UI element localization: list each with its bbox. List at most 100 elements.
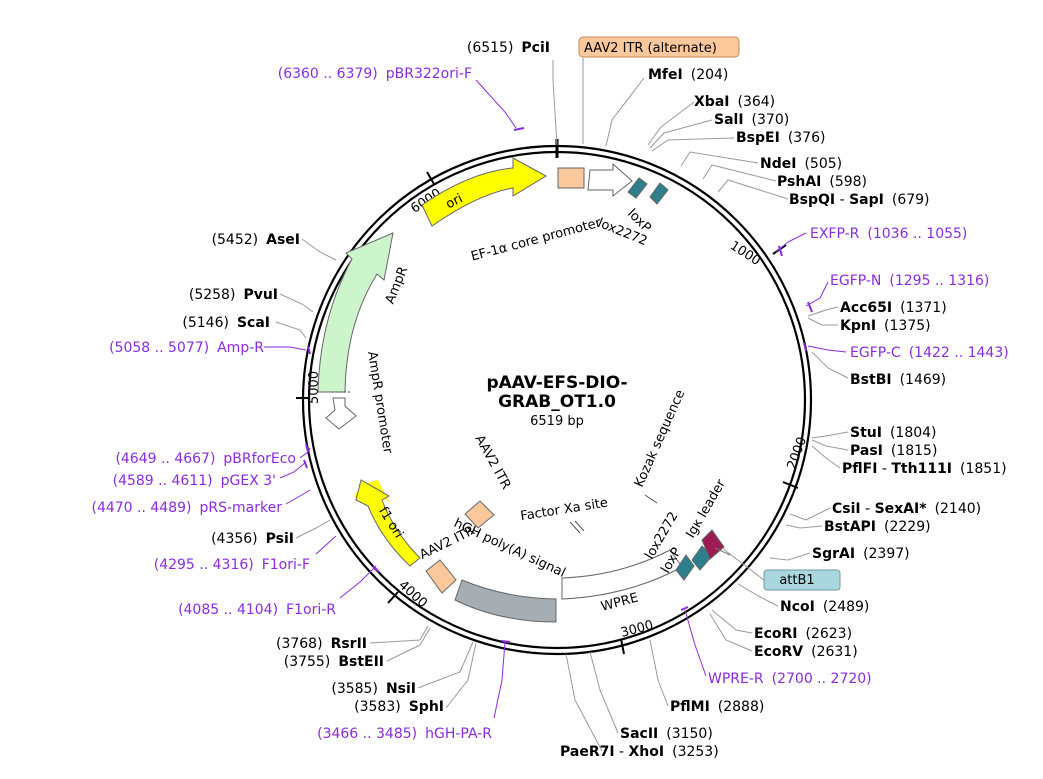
factor-xa-label: Factor Xa site <box>519 496 609 525</box>
primer-F1ori-R[interactable]: (4085 .. 4104)F1ori-R <box>178 602 336 618</box>
enzyme-ndeI[interactable]: NdeI(505) <box>760 156 842 172</box>
primer-pBRforEco[interactable]: (4649 .. 4667)pBRforEco <box>115 451 296 467</box>
factor-xa-marker-2 <box>574 520 585 532</box>
enzyme-ecoRI[interactable]: EcoRI(2623) <box>754 626 852 642</box>
AmpR-promoter-arrow[interactable] <box>325 397 357 430</box>
enzyme-stuI[interactable]: StuI(1804) <box>850 425 937 441</box>
enzyme-pflMI[interactable]: PflMI(2888) <box>670 699 764 715</box>
hGH-polyA-signal-bar[interactable] <box>454 579 557 623</box>
Amp-R-mark <box>307 345 311 355</box>
AmpR-promoter-label: AmpR promoter <box>364 350 395 455</box>
hGH-PA-R-mark <box>501 640 511 643</box>
enzyme-sgrAI[interactable]: SgrAI(2397) <box>812 546 910 562</box>
enzyme-ncoI[interactable]: NcoI(2489) <box>780 599 869 615</box>
primer-EGFP-C[interactable]: EGFP-C(1422 .. 1443) <box>850 345 1009 361</box>
EF1a-core-promoter-label: EF-1α core promoter <box>469 215 603 264</box>
primer-pGEX3[interactable]: (4589 .. 4611)pGEX 3' <box>113 473 276 489</box>
enzyme-bspEI[interactable]: BspEI(376) <box>736 130 825 146</box>
primer-EXFP-R[interactable]: EXFP-R(1036 .. 1055) <box>810 226 967 242</box>
pBR322ori-F-mark <box>513 127 525 131</box>
enzyme-sphI[interactable]: (3583)SphI <box>354 699 444 715</box>
EF1a-core-promoter-arrow[interactable] <box>587 162 633 198</box>
WPRE-feature-arrow[interactable] <box>561 549 683 600</box>
enzyme-acc65I[interactable]: Acc65I(1371) <box>840 300 947 316</box>
plasmid-title: pAAV-EFS-DIO- GRAB_OT1.0 6519 bp <box>486 373 627 429</box>
enzyme-bstBI[interactable]: BstBI(1469) <box>850 372 946 388</box>
ecoRI-leader <box>711 609 753 634</box>
enzyme-pasI[interactable]: PasI(1815) <box>850 443 937 459</box>
enzyme-salI[interactable]: SalI(370) <box>714 112 789 128</box>
primer-Amp-R[interactable]: (5058 .. 5077)Amp-R <box>109 340 264 356</box>
enzyme-ecoRV[interactable]: EcoRV(2631) <box>754 644 858 660</box>
AAV2-ITR-lower-box[interactable] <box>425 559 457 594</box>
primer-leader-lines <box>264 79 847 719</box>
enzyme-sacII[interactable]: SacII(3150) <box>620 726 713 742</box>
enzyme-bspQI-sapI[interactable]: BspQI - SapI(679) <box>789 192 930 208</box>
pRS-marker-leader <box>285 489 311 505</box>
pGEX3-mark <box>303 459 308 469</box>
sacII-leader <box>589 651 619 734</box>
primer-labels: (6360 .. 6379)pBR322ori-F EXFP-R(1036 ..… <box>92 66 1009 742</box>
EGFP-N-leader <box>805 281 829 307</box>
sgrAI-leader <box>769 552 811 561</box>
bstAPI-leader <box>785 524 823 529</box>
primer-pRS-marker[interactable]: (4470 .. 4489)pRS-marker <box>92 500 283 516</box>
AmpR-feature-arrow[interactable] <box>317 232 394 393</box>
stuI-leader <box>811 431 849 439</box>
F1ori-F-leader <box>315 535 337 555</box>
bspEI-leader <box>651 137 735 152</box>
sphI-leader <box>445 642 477 709</box>
Igk-leader-marker[interactable] <box>701 529 725 560</box>
primer-pBR322ori-F[interactable]: (6360 .. 6379)pBR322ori-F <box>278 66 472 82</box>
ori-feature-arrow[interactable] <box>421 157 548 227</box>
f1-ori-feature-arrow[interactable] <box>355 479 421 567</box>
AAV2-ITR-alternate-group[interactable]: AAV2 ITR (alternate) <box>578 36 740 144</box>
hGH-PA-R-leader <box>493 641 506 719</box>
pciI-leader <box>552 60 558 146</box>
enzyme-pciI[interactable]: (6515)PciI <box>467 40 550 56</box>
primer-EGFP-N[interactable]: EGFP-N(1295 .. 1316) <box>830 273 989 289</box>
enzyme-scaI[interactable]: (5146)ScaI <box>182 315 270 331</box>
enzyme-bstAPI[interactable]: BstAPI(2229) <box>824 519 931 535</box>
AAV2-ITR-inner-box[interactable] <box>464 500 495 529</box>
ecoRV-leader <box>709 613 753 652</box>
enzyme-bstEII[interactable]: (3755)BstEII <box>284 654 384 670</box>
enzyme-nsiI[interactable]: (3585)NsiI <box>331 681 416 697</box>
enzyme-pflFI-tth111I[interactable]: PflFI - Tth111I(1851) <box>842 461 1007 477</box>
primer-hGH-PA-R[interactable]: (3466 .. 3485)hGH-PA-R <box>317 726 492 742</box>
mfeI-leader <box>605 77 645 147</box>
enzyme-paeR7I-xhoI[interactable]: PaeR7I - XhoI(3253) <box>560 744 719 760</box>
loxP-bottom-marker[interactable] <box>675 554 695 581</box>
enzyme-aseI[interactable]: (5452)AseI <box>212 232 300 248</box>
AmpR-label: AmpR <box>383 265 411 307</box>
AAV2-ITR-top-box[interactable] <box>557 167 585 189</box>
pBR322ori-F-leader <box>475 79 517 129</box>
Amp-R-leader <box>264 346 307 351</box>
Igk-leader-tail <box>714 547 731 556</box>
plasmid-length: 6519 bp <box>530 414 584 429</box>
attB1-group[interactable]: attB1 <box>721 547 841 591</box>
AAV2-ITR-alternate-box[interactable] <box>578 36 740 58</box>
AAV2-ITR-inner-label: AAV2 ITR <box>472 433 514 492</box>
pshAI-leader <box>702 164 777 182</box>
enzyme-labels: (6515)PciI MfeI(204) XbaI(364) SalI(370)… <box>182 40 1006 760</box>
enzyme-leader-lines <box>275 60 849 752</box>
bstBI-leader <box>811 351 849 379</box>
enzyme-rsrII[interactable]: (3768)RsrII <box>276 636 367 652</box>
tick-label-4000: 4000 <box>395 578 430 611</box>
loxP-top-marker[interactable] <box>649 182 669 205</box>
primer-WPRE-R[interactable]: WPRE-R(2700 .. 2720) <box>708 671 872 687</box>
pflFI-leader <box>811 445 841 469</box>
lox2272-top-marker[interactable] <box>627 177 648 199</box>
enzyme-csiI-sexAI[interactable]: CsiI - SexAI*(2140) <box>832 501 981 517</box>
enzyme-pvuI[interactable]: (5258)PvuI <box>189 287 278 303</box>
kpnI-leader <box>807 317 838 326</box>
primer-F1ori-F[interactable]: (4295 .. 4316)F1ori-F <box>154 557 310 573</box>
enzyme-pshAI[interactable]: PshAI(598) <box>777 174 867 190</box>
factor-xa-marker-1 <box>569 521 581 534</box>
enzyme-xbaI[interactable]: XbaI(364) <box>694 94 775 110</box>
enzyme-psiI[interactable]: (4356)PsiI <box>211 531 294 547</box>
enzyme-mfeI[interactable]: MfeI(204) <box>648 67 728 83</box>
enzyme-kpnI[interactable]: KpnI(1375) <box>840 318 931 334</box>
